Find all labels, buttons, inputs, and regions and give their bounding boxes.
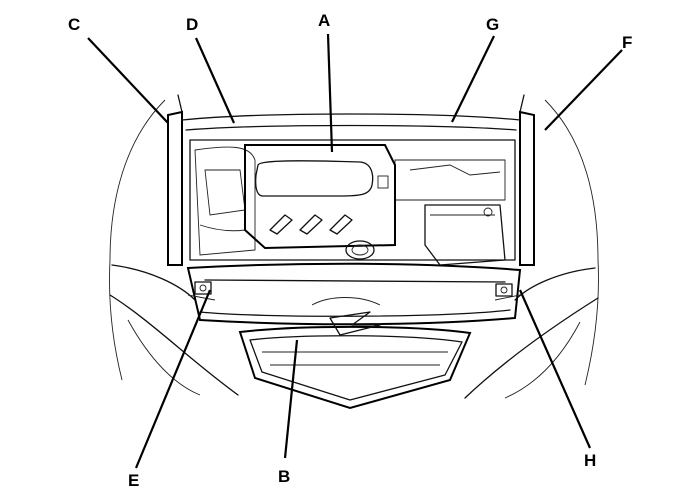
callout-label-h: H bbox=[584, 451, 596, 470]
front-grille bbox=[238, 311, 472, 410]
leader-c bbox=[87, 37, 169, 124]
callout-label-e: E bbox=[128, 471, 139, 490]
leader-g bbox=[451, 35, 495, 123]
callout-labels: A B C D E F G H bbox=[68, 11, 632, 490]
hood-latch-right bbox=[495, 283, 513, 297]
callout-label-f: F bbox=[622, 33, 632, 52]
leader-h bbox=[518, 289, 592, 449]
callout-label-b: B bbox=[278, 467, 290, 486]
leader-a bbox=[326, 33, 334, 153]
callout-label-c: C bbox=[68, 15, 80, 34]
hood-panel bbox=[167, 94, 535, 266]
callout-label-d: D bbox=[186, 15, 198, 34]
callout-label-a: A bbox=[318, 11, 330, 30]
callout-leaders bbox=[87, 33, 623, 469]
front-bulkhead-cover bbox=[186, 262, 522, 326]
engine-cover bbox=[244, 144, 396, 260]
air-box bbox=[424, 204, 506, 266]
car-body-outline bbox=[109, 99, 599, 399]
hood-latch-left bbox=[194, 281, 212, 295]
callout-label-g: G bbox=[486, 15, 499, 34]
leader-f bbox=[544, 49, 623, 131]
leader-b bbox=[283, 339, 299, 459]
leader-e bbox=[134, 289, 212, 469]
leader-d bbox=[194, 37, 236, 124]
